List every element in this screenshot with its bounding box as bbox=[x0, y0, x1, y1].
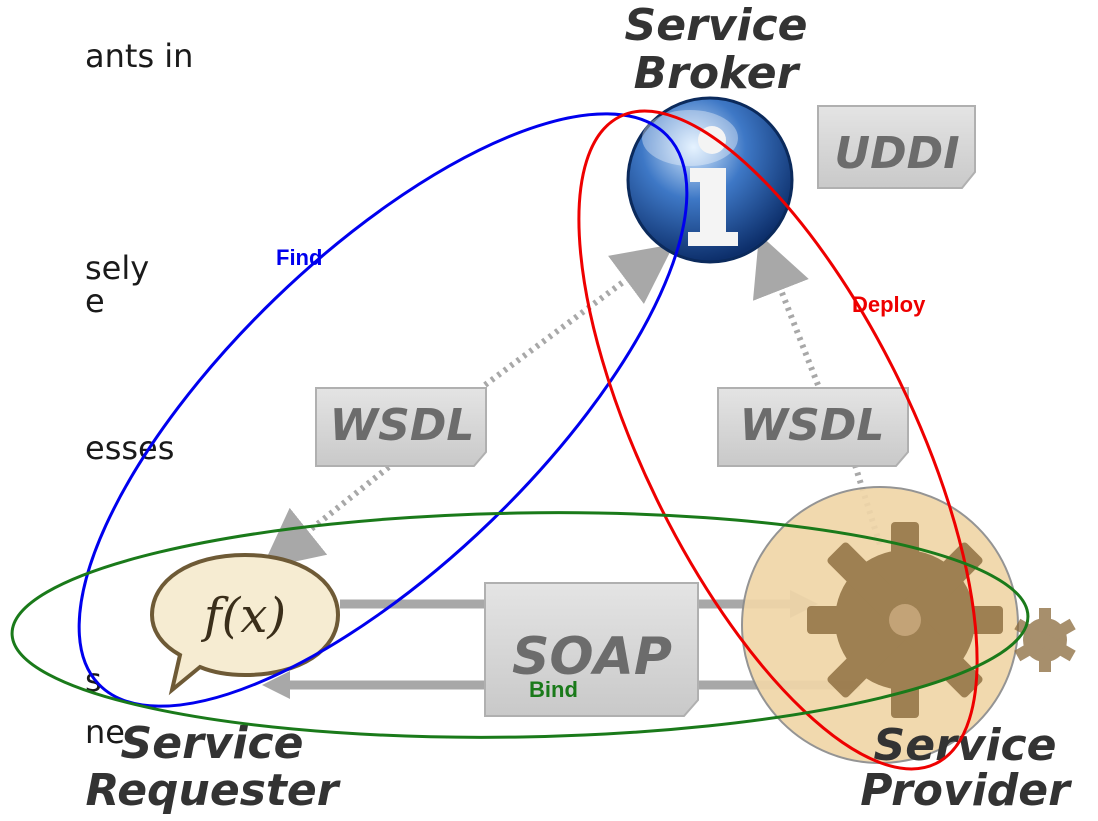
find-ellipse bbox=[77, 112, 689, 708]
requester-title-line1: Service bbox=[121, 718, 304, 769]
broker-title-line2: Broker bbox=[634, 48, 801, 99]
bind-label: Bind bbox=[529, 677, 578, 702]
slide-text-line-6: ne bbox=[85, 713, 125, 751]
requester-title-line2: Requester bbox=[86, 765, 341, 816]
wsdl-left-label: WSDL bbox=[330, 400, 475, 451]
deploy-ellipse bbox=[577, 109, 979, 771]
connector-wsdl-right-to-broker bbox=[752, 234, 821, 387]
wsdl-doc-right: WSDL bbox=[717, 387, 909, 467]
info-globe-icon bbox=[626, 96, 794, 264]
find-label: Find bbox=[276, 245, 322, 270]
soap-label: SOAP bbox=[512, 627, 672, 687]
function-bubble-icon: f(x) bbox=[149, 552, 341, 696]
broker-title-line1: Service bbox=[625, 0, 808, 51]
slide-text-line-1: ants in bbox=[85, 37, 194, 75]
uddi-doc: UDDI bbox=[817, 105, 976, 189]
connector-wsdl-left-to-broker bbox=[483, 244, 675, 388]
arrow-response-head bbox=[262, 671, 290, 699]
slide-text-line-3: e bbox=[85, 282, 105, 320]
bind-ellipse bbox=[10, 511, 1030, 739]
slide-text-line-4: esses bbox=[85, 429, 175, 467]
bubble-function-text: f(x) bbox=[201, 588, 286, 644]
deploy-label: Deploy bbox=[852, 292, 926, 317]
wsdl-right-label: WSDL bbox=[740, 400, 885, 451]
uddi-label: UDDI bbox=[834, 128, 959, 179]
wsdl-doc-left: WSDL bbox=[315, 387, 487, 467]
connector-wsdl-left-to-requester bbox=[261, 459, 397, 569]
provider-title-line2: Provider bbox=[860, 765, 1072, 816]
soap-doc: SOAP bbox=[484, 582, 699, 717]
slide-text-line-2: sely bbox=[85, 249, 150, 287]
gear-icon bbox=[741, 486, 1076, 764]
